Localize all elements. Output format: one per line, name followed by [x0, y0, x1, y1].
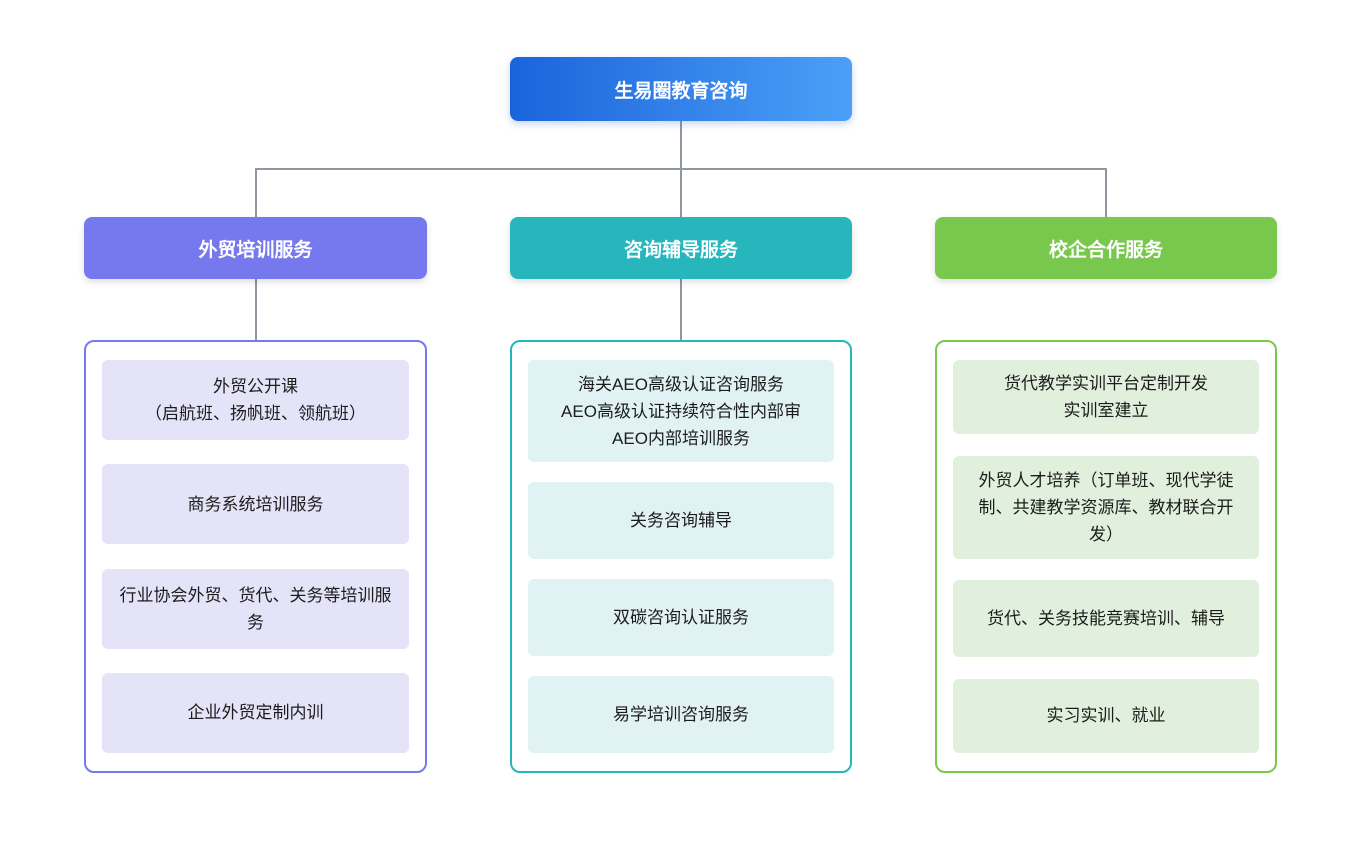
connector-branch3-top	[1105, 168, 1107, 217]
connector-branch2-top	[680, 168, 682, 217]
branch-container-consulting: 海关AEO高级认证咨询服务 AEO高级认证持续符合性内部审 AEO内部培训服务 …	[510, 340, 852, 773]
connector-root-drop	[680, 121, 682, 168]
service-item: 商务系统培训服务	[102, 464, 409, 545]
connector-branch1-drop	[255, 279, 257, 341]
service-item: 关务咨询辅导	[528, 482, 834, 559]
branch-header-label: 校企合作服务	[1048, 239, 1163, 261]
service-item: 行业协会外贸、货代、关务等培训服务	[102, 568, 409, 649]
service-item: 企业外贸定制内训	[102, 672, 409, 753]
root-node: 生易圈教育咨询	[510, 57, 852, 121]
connector-branch2-drop	[680, 279, 682, 341]
branch-header-label: 咨询辅导服务	[623, 239, 738, 261]
branch-container-trade-training: 外贸公开课 （启航班、扬帆班、领航班） 商务系统培训服务 行业协会外贸、货代、关…	[84, 340, 427, 773]
service-item: 外贸公开课 （启航班、扬帆班、领航班）	[102, 360, 409, 440]
branch-header-label: 外贸培训服务	[198, 239, 313, 261]
branch-container-school-enterprise: 货代教学实训平台定制开发 实训室建立 外贸人才培养（订单班、现代学徒制、共建教学…	[935, 340, 1277, 773]
service-item: 易学培训咨询服务	[528, 676, 834, 753]
service-item: 双碳咨询认证服务	[528, 579, 834, 656]
service-item: 实习实训、就业	[953, 678, 1259, 753]
root-node-label: 生易圈教育咨询	[614, 80, 748, 102]
service-item: 货代、关务技能竞赛培训、辅导	[953, 580, 1259, 658]
branch-header-trade-training: 外贸培训服务	[84, 217, 427, 279]
connector-branch1-top	[255, 168, 257, 217]
service-item: 货代教学实训平台定制开发 实训室建立	[953, 360, 1259, 434]
branch-header-consulting: 咨询辅导服务	[510, 217, 852, 279]
service-item: 外贸人才培养（订单班、现代学徒制、共建教学资源库、教材联合开发）	[953, 455, 1259, 559]
service-item: 海关AEO高级认证咨询服务 AEO高级认证持续符合性内部审 AEO内部培训服务	[528, 360, 834, 462]
branch-header-school-enterprise: 校企合作服务	[935, 217, 1277, 279]
